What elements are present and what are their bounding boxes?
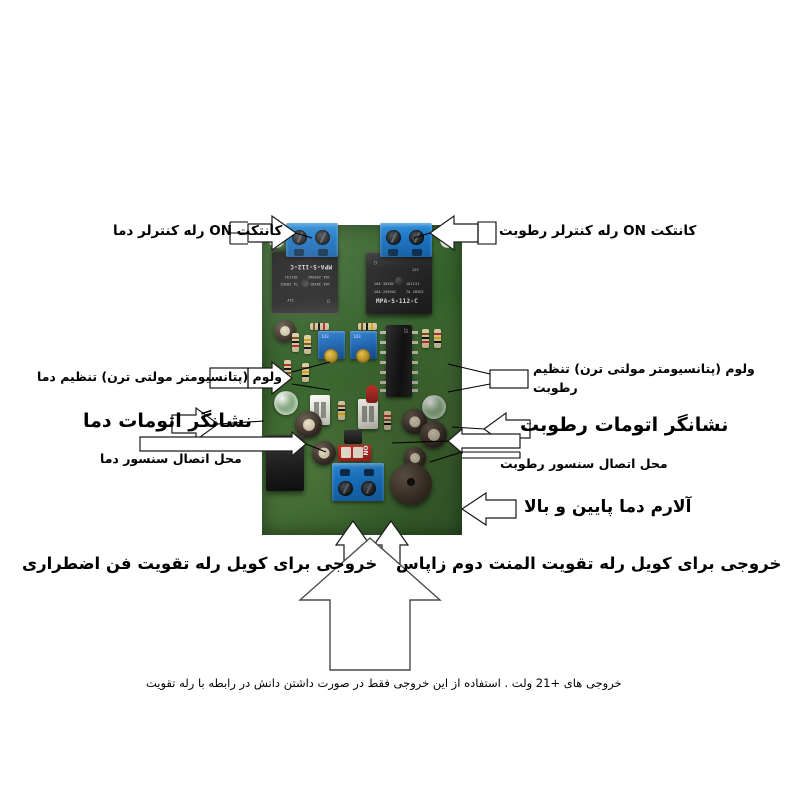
buzzer-alarm [390,463,432,505]
relay-part-label: MPA-S-112-C [290,263,332,270]
dip-switch-lever [353,447,363,458]
resistor-left-c [284,360,291,379]
relay-part-label-2: MPA-S-112-C [376,298,418,305]
label-indicator-temp: نشانگر اتومات دما [83,410,253,432]
ic-pin [412,371,418,374]
connector-humidity-sensor [358,399,378,429]
arrow-alarm-temp [460,491,517,527]
dip-switch-lever [341,447,351,458]
terminal-slot-4 [412,249,422,256]
voltage-regulator [344,430,362,444]
ic-pin [380,381,386,384]
ic-pin [380,351,386,354]
relay-spec-250vac: 10A 250VAC [307,275,330,279]
ceramic-capacitor-red [366,385,378,403]
ic-pin [380,341,386,344]
mounting-hole-top-right [440,233,455,248]
ic-pin [380,331,386,334]
screw-terminal-12v-output [332,463,384,501]
ic-pin [412,331,418,334]
relay-spec-30vdc-2: 10A 30VDC [374,282,395,286]
capacitor-lower-left [312,441,336,465]
label-sensor-temp: محل اتصال سنسور دما [100,451,242,466]
screw-terminal-humidity [380,223,432,257]
trimmer-adjust-screw-1 [324,349,338,363]
transformer-block [266,435,304,491]
relay-voltage: 12V [287,298,294,302]
resistor-top-1 [310,323,329,330]
dip-switch-on-label: ON [361,445,369,456]
terminal-screw-3 [386,230,401,245]
relay-spec-30vdc: 10A 30VDC [309,282,330,286]
relay-spec-28vdc-2: 7A 28VDC [406,290,424,294]
output-terminal-slot-1 [340,469,350,476]
relay-serial: 181131 [284,275,298,279]
terminal-slot-2 [318,249,328,256]
capacitor-right-lower [420,421,447,448]
relay-brand-block: ▢ [326,298,330,304]
ic-pin [380,361,386,364]
trimmer-marking-1: 103 [321,334,329,339]
relay-spec-28vdc: 7A 28VDC [280,282,298,286]
ic-marking-label: ST [404,328,409,333]
output-terminal-slot-2 [364,469,374,476]
terminal-screw-2 [315,230,330,245]
resistor-right-a [422,329,429,348]
ic-pin [380,389,386,392]
led-indicator-temperature [274,391,298,415]
led-indicator-humidity [422,395,446,419]
relay-serial-2: 181131 [406,282,420,286]
dip-switch: ON [338,445,371,461]
label-output-coil-left: خروجی برای کویل رله تقویت فن اضطراری [22,554,378,573]
ic-pin [380,371,386,374]
label-alarm-temp: آلارم دما پایین و بالا [524,497,692,517]
label-no-contact-humidity: کانتکت NO رله کنترلر رطوبت [499,223,697,239]
terminal-slot-3 [388,249,398,256]
ic-pin [412,381,418,384]
leader-box-pot-humidity [489,369,529,389]
resistor-left-a [292,333,299,352]
capacitor-mid-left [295,411,322,438]
output-terminal-screw-2 [361,481,376,496]
label-pot-humidity-line2: رطوبت [533,380,578,395]
dip-integrated-circuit: ST [380,325,418,397]
ic-pin [412,351,418,354]
capacitor-top-left [274,320,296,342]
leader-no-contact-humidity [477,221,497,245]
relay-brand-block-2: ▢ [374,260,378,266]
label-no-contact-temp: کانتکت NO رله کنترلر دما [113,223,283,239]
label-footer-note: خروجی های +12 ولت . استفاده از این خروجی… [146,676,622,690]
relay-vent-dot [301,279,309,287]
terminal-slot-1 [294,249,304,256]
relay-humidity: MPA-S-112-C 10A 30VDC 10A 250VAC 7A 28VD… [366,252,432,314]
label-pot-humidity-line1: ولوم (پتانسیومتر مولتی ترن) تنظیم [533,361,755,376]
relay-voltage-2: 12V [412,268,419,272]
resistor-left-d [302,363,309,382]
trimmer-pot-temperature: 103 [318,331,345,363]
label-output-coil-right: خروجی برای کویل رله تقویت المنت دوم زاپا… [396,554,782,573]
label-sensor-humidity: محل اتصال سنسور رطوبت [500,456,668,471]
resistor-mid-2 [384,411,391,430]
resistor-left-b [304,335,311,354]
resistor-top-2 [358,323,377,330]
resistor-right-b [434,329,441,348]
trimmer-adjust-screw-2 [356,349,370,363]
label-indicator-humidity: نشانگر اتومات رطوبت [520,414,729,436]
trimmer-pot-humidity: 103 [350,331,377,363]
ic-pin [412,361,418,364]
resistor-mid-1 [338,401,345,420]
ic-pin [412,341,418,344]
ic-pin [412,389,418,392]
terminal-screw-4 [409,230,424,245]
relay-temperature: MPA-S-112-C 10A 30VDC 10A 250VAC 7A 28VD… [272,252,338,314]
terminal-screw-1 [292,230,307,245]
relay-vent-dot-2 [395,277,403,285]
relay-spec-250vac-2: 10A 250VAC [374,290,397,294]
pcb-board-photo: MPA-S-112-C 10A 30VDC 10A 250VAC 7A 28VD… [262,223,462,535]
label-pot-temp: ولوم (پتانسیومتر مولتی ترن) تنظیم دما [37,369,282,384]
screw-terminal-temperature [286,223,338,257]
trimmer-marking-2: 103 [353,334,361,339]
output-terminal-screw-1 [338,481,353,496]
